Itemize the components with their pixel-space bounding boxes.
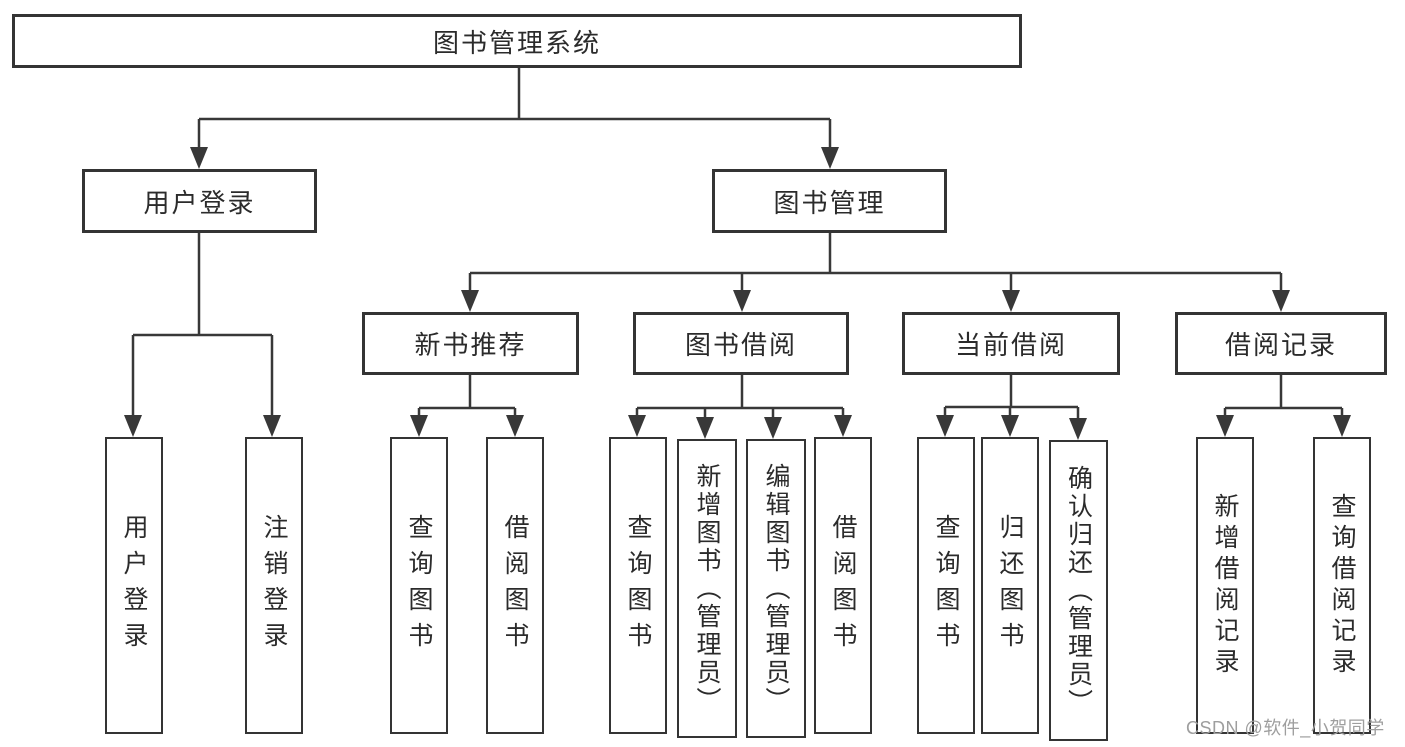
leaf-query-books-current: 查询图书 — [917, 437, 975, 734]
edge-book-borrow-children — [628, 375, 852, 439]
arrowhead-icon — [1069, 418, 1087, 440]
arrowhead-icon — [461, 290, 479, 312]
arrowhead-icon — [506, 415, 524, 437]
edge-current-borrow-children — [936, 375, 1087, 440]
leaf-query-books-recommend: 查询图书 — [390, 437, 448, 734]
leaf-label: 查询图书 — [932, 513, 960, 658]
arrowhead-icon — [733, 290, 751, 312]
arrowhead-icon — [821, 147, 839, 169]
leaf-label: 编辑图书（管理员） — [762, 462, 790, 715]
leaf-label: 借阅图书 — [501, 513, 529, 658]
node-book-management: 图书管理 — [712, 169, 947, 233]
arrowhead-icon — [936, 415, 954, 437]
leaf-return-book: 归还图书 — [981, 437, 1039, 734]
leaf-borrow-books: 借阅图书 — [814, 437, 872, 734]
leaf-label: 归还图书 — [996, 513, 1024, 658]
arrowhead-icon — [190, 147, 208, 169]
arrowhead-icon — [1002, 290, 1020, 312]
leaf-label: 注销登录 — [260, 513, 288, 658]
arrowhead-icon — [124, 415, 142, 437]
csdn-watermark: CSDN @软件_小贺同学 — [1186, 718, 1385, 738]
edge-root-children — [190, 68, 839, 169]
arrowhead-icon — [1272, 290, 1290, 312]
node-book-management-system: 图书管理系统 — [12, 14, 1022, 68]
edge-user-login-children — [124, 233, 281, 437]
edge-borrow-record-children — [1216, 375, 1351, 437]
arrowhead-icon — [628, 415, 646, 437]
leaf-borrow-books-recommend: 借阅图书 — [486, 437, 544, 734]
leaf-label: 新增图书（管理员） — [693, 462, 721, 715]
arrowhead-icon — [696, 417, 714, 439]
leaf-edit-book-admin: 编辑图书（管理员） — [746, 439, 806, 738]
leaf-add-book-admin: 新增图书（管理员） — [677, 439, 737, 738]
leaf-label: 确认归还（管理员） — [1064, 464, 1093, 717]
node-borrowing-records: 借阅记录 — [1175, 312, 1387, 375]
node-new-book-recommend: 新书推荐 — [362, 312, 579, 375]
leaf-label: 查询图书 — [624, 513, 652, 658]
arrowhead-icon — [263, 415, 281, 437]
leaf-confirm-return-admin: 确认归还（管理员） — [1049, 440, 1108, 741]
leaf-label: 借阅图书 — [829, 513, 857, 658]
leaf-query-books-borrow: 查询图书 — [609, 437, 667, 734]
leaf-label: 查询图书 — [405, 513, 433, 658]
node-book-borrowing: 图书借阅 — [633, 312, 849, 375]
node-current-borrowing: 当前借阅 — [902, 312, 1120, 375]
arrowhead-icon — [834, 415, 852, 437]
edge-new-book-children — [410, 375, 524, 437]
leaf-label: 查询借阅记录 — [1328, 492, 1356, 679]
node-user-login: 用户登录 — [82, 169, 317, 233]
arrowhead-icon — [764, 417, 782, 439]
leaf-query-borrow-record: 查询借阅记录 — [1313, 437, 1371, 734]
edge-book-mgmt-children — [461, 233, 1290, 312]
leaf-add-borrow-record: 新增借阅记录 — [1196, 437, 1254, 734]
leaf-logout: 注销登录 — [245, 437, 303, 734]
arrowhead-icon — [410, 415, 428, 437]
arrowhead-icon — [1216, 415, 1234, 437]
leaf-label: 用户登录 — [120, 513, 148, 658]
arrowhead-icon — [1333, 415, 1351, 437]
arrowhead-icon — [1001, 415, 1019, 437]
leaf-user-login: 用户登录 — [105, 437, 163, 734]
leaf-label: 新增借阅记录 — [1211, 492, 1239, 679]
